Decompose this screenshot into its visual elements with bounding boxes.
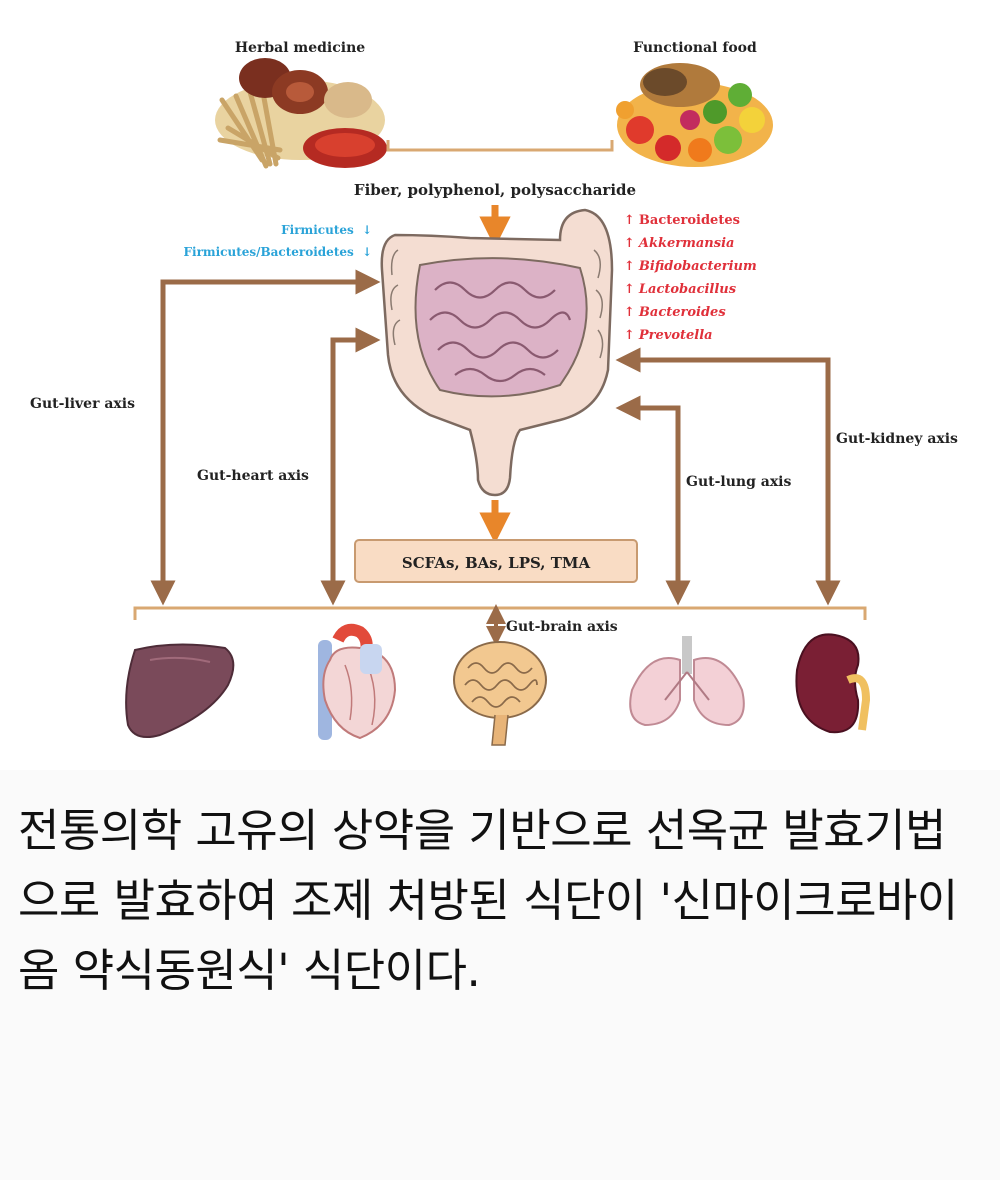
caption-area: 전통의학 고유의 상약을 기반으로 선옥균 발효기법으로 발효하여 조제 처방된…	[0, 770, 1000, 1180]
gut-heart-axis-arrow	[320, 327, 381, 606]
sources-bracket	[386, 140, 614, 152]
herbal-medicine-illustration	[215, 58, 387, 169]
diagram-canvas: Herbal medicine Functional food Fiber, p…	[30, 40, 958, 746]
gut-liver-axis-label: Gut-liver axis	[30, 396, 135, 412]
increased-taxon: Bifidobacterium	[638, 259, 757, 274]
lungs-illustration	[629, 636, 745, 727]
increased-taxon: Prevotella	[638, 328, 713, 343]
increased-taxon: Lactobacillus	[638, 282, 737, 297]
increased-taxon: Bacteroidetes	[639, 213, 740, 228]
intestine-illustration	[380, 208, 614, 497]
decreased-taxon: Firmicutes	[281, 223, 354, 237]
svg-text:↑Prevotella: ↑Prevotella	[624, 328, 713, 343]
svg-text:↑Bacteroides: ↑Bacteroides	[624, 305, 726, 320]
svg-text:Firmicutes ↓: Firmicutes ↓	[281, 223, 372, 237]
gut-heart-axis-label: Gut-heart axis	[197, 468, 309, 484]
kidney-illustration	[795, 633, 871, 734]
svg-text:↑Bacteroidetes: ↑Bacteroidetes	[624, 213, 740, 228]
decreased-arrow: ↓	[362, 223, 372, 237]
svg-text:↑Akkermansia: ↑Akkermansia	[624, 236, 734, 251]
functional-food-illustration	[616, 63, 773, 167]
organs-bracket	[133, 606, 867, 620]
herbal-medicine-label: Herbal medicine	[235, 40, 365, 56]
svg-text:↑Bifidobacterium: ↑Bifidobacterium	[624, 259, 757, 274]
gut-liver-axis-arrow	[150, 269, 381, 606]
gut-lung-axis-label: Gut-lung axis	[686, 474, 791, 490]
metabolites-box	[354, 539, 638, 583]
decreased-arrow: ↓	[362, 245, 372, 259]
svg-text:Firmicutes/Bacteroidetes ↓: Firmicutes/Bacteroidetes ↓	[184, 245, 373, 259]
increased-taxon: Akkermansia	[637, 236, 735, 251]
liver-illustration	[125, 643, 235, 738]
increased-taxon: Bacteroides	[638, 305, 726, 320]
compounds-label: Fiber, polyphenol, polysaccharide	[354, 181, 636, 199]
functional-food-label: Functional food	[633, 40, 757, 56]
caption-text: 전통의학 고유의 상약을 기반으로 선옥균 발효기법으로 발효하여 조제 처방된…	[18, 804, 958, 997]
gut-axis-diagram: Herbal medicine Functional food Fiber, p…	[30, 40, 959, 746]
metabolites-label: SCFAs, BAs, LPS, TMA	[402, 554, 591, 572]
gut-brain-axis-label: Gut-brain axis	[506, 619, 618, 635]
brain-illustration	[453, 641, 547, 746]
gut-kidney-axis-label: Gut-kidney axis	[836, 431, 958, 447]
decreased-taxon: Firmicutes/Bacteroidetes	[184, 245, 354, 259]
heart-illustration	[318, 623, 397, 740]
increased-taxa-list: ↑Bacteroidetes ↑Akkermansia ↑Bifidobacte…	[624, 213, 757, 343]
gut-kidney-axis-arrow	[615, 347, 841, 606]
svg-text:↑Lactobacillus: ↑Lactobacillus	[624, 282, 737, 297]
